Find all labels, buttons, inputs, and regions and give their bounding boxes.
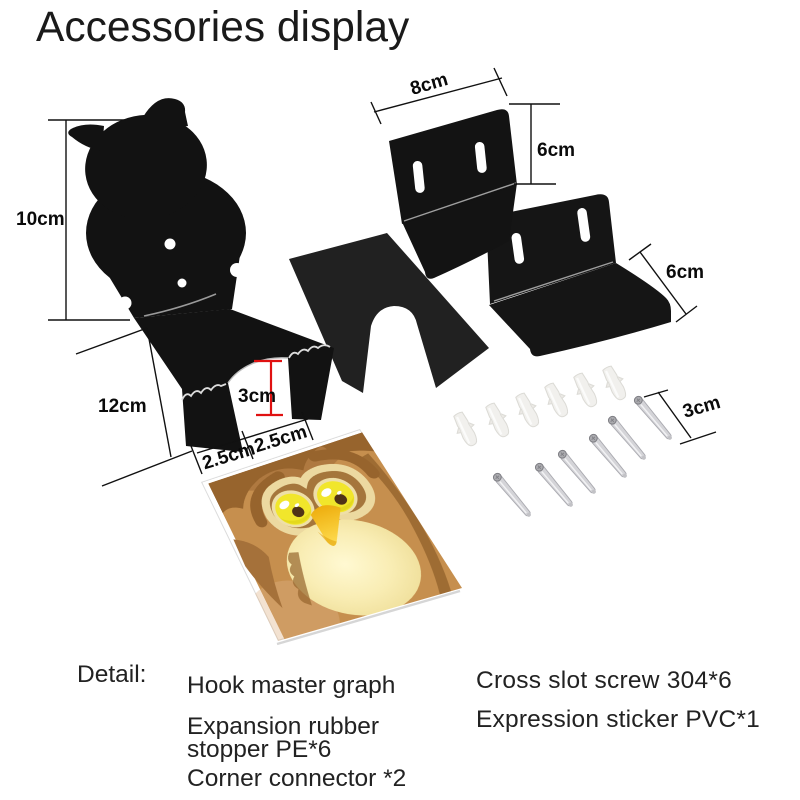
svg-text:8cm: 8cm xyxy=(408,69,450,100)
svg-text:3cm: 3cm xyxy=(681,392,723,423)
